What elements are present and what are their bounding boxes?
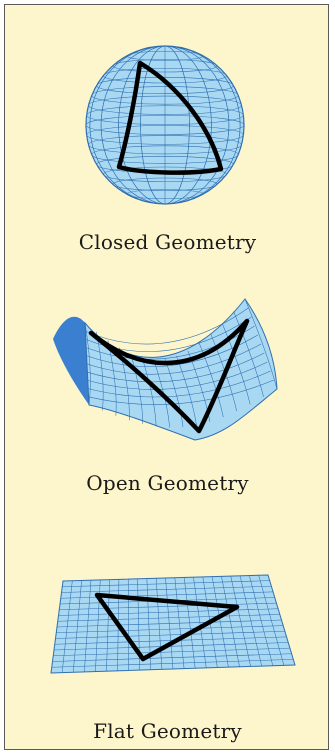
saddle-illustration [53,298,278,441]
saddle-underside [53,316,89,405]
open-geometry-caption: Open Geometry [86,471,249,495]
plane-grid-lines [51,575,294,673]
hyperbolic-triangle [88,318,250,434]
saddle-grid-lines [84,298,278,428]
spherical-triangle [116,60,224,175]
euclidean-triangle [94,592,240,662]
geometry-figure: Closed Geometry Open Geometry Flat Geome… [4,4,329,750]
plane-surface [50,574,296,674]
plane-illustration [50,574,296,674]
flat-geometry-caption: Flat Geometry [93,719,242,743]
saddle-surface [84,298,278,441]
sphere-illustration [85,45,245,205]
closed-geometry-caption: Closed Geometry [78,230,257,254]
